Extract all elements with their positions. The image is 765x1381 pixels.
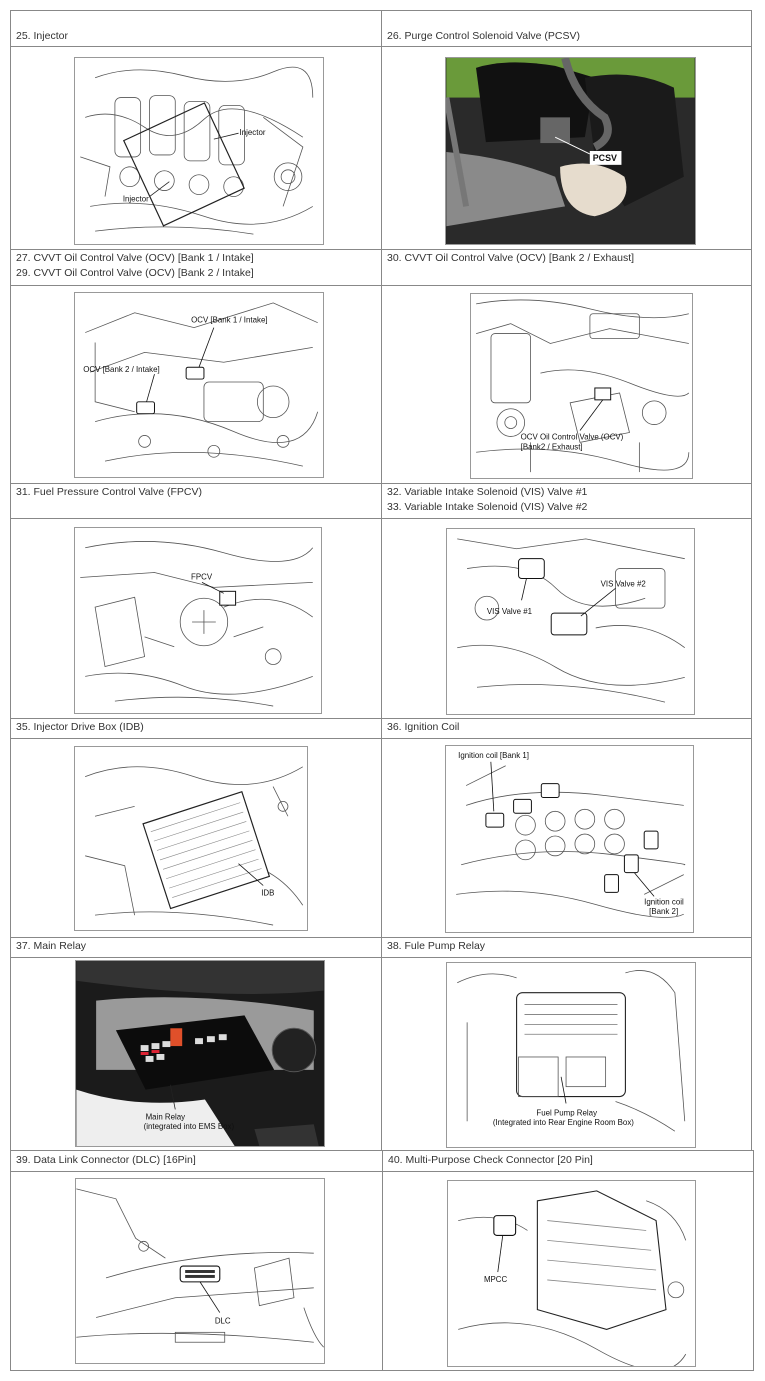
- fuel-pump-relay-diagram: Fuel Pump Relay (Integrated into Rear En…: [446, 962, 696, 1148]
- callout-label: DLC: [215, 1316, 231, 1325]
- callout-label: [Bank2 / Exhaust]: [521, 442, 583, 451]
- injector-diagram: Injector Injector: [74, 57, 324, 245]
- caption-line: 35. Injector Drive Box (IDB): [16, 721, 144, 733]
- fpcv-diagram: FPCV: [74, 527, 322, 714]
- dlc-diagram: DLC: [75, 1178, 325, 1364]
- caption-line: 32. Variable Intake Solenoid (VIS) Valve…: [387, 486, 588, 498]
- callout-label: MPCC: [484, 1275, 508, 1284]
- idb-diagram: IDB: [74, 746, 308, 931]
- callout-label: (integrated into EMS Box): [144, 1122, 235, 1131]
- callout-label: Ignition coil [Bank 1]: [458, 751, 529, 760]
- vis-valve-diagram: VIS Valve #1 VIS Valve #2: [446, 528, 695, 715]
- callout-label: OCV Oil Control Valve (OCV): [521, 432, 624, 441]
- caption-line: 27. CVVT Oil Control Valve (OCV) [Bank 1…: [16, 252, 254, 264]
- callout-label: FPCV: [191, 572, 213, 581]
- callout-label: VIS Valve #1: [487, 607, 533, 616]
- mpcc-diagram: MPCC: [447, 1180, 696, 1367]
- callout-label: VIS Valve #2: [601, 579, 646, 588]
- caption-line: 36. Ignition Coil: [387, 721, 460, 733]
- pcsv-photo: PCSV: [445, 57, 696, 245]
- callout-label: OCV [Bank 2 / Intake]: [83, 365, 159, 374]
- ocv-intake-diagram: OCV [Bank 1 / Intake] OCV [Bank 2 / Inta…: [74, 292, 324, 478]
- caption-line: 31. Fuel Pressure Control Valve (FPCV): [16, 486, 202, 498]
- main-relay-photo: Main Relay (integrated into EMS Box): [75, 960, 325, 1147]
- callout-label: Main Relay: [146, 1112, 186, 1121]
- caption-line: 26. Purge Control Solenoid Valve (PCSV): [387, 30, 580, 42]
- callout-label: [Bank 2]: [649, 907, 678, 916]
- caption-line: 40. Multi-Purpose Check Connector [20 Pi…: [388, 1154, 593, 1166]
- image-cell-right: [382, 1171, 754, 1371]
- callout-label: Injector: [123, 194, 149, 203]
- caption-line: 30. CVVT Oil Control Valve (OCV) [Bank 2…: [387, 252, 635, 264]
- callout-label: Injector: [240, 128, 266, 137]
- caption-line: 25. Injector: [16, 30, 68, 42]
- caption-line: 37. Main Relay: [16, 940, 87, 952]
- callout-label: OCV [Bank 1 / Intake]: [191, 316, 267, 325]
- ignition-coil-diagram: Ignition coil [Bank 1] Ignition coil [Ba…: [445, 745, 694, 933]
- callout-label: PCSV: [593, 153, 617, 163]
- callout-label: IDB: [261, 888, 274, 897]
- caption-line: 33. Variable Intake Solenoid (VIS) Valve…: [387, 501, 588, 513]
- caption-line: 39. Data Link Connector (DLC) [16Pin]: [16, 1154, 196, 1166]
- caption-line: 29. CVVT Oil Control Valve (OCV) [Bank 2…: [16, 267, 254, 279]
- callout-label: Ignition coil: [644, 897, 684, 906]
- caption-line: 38. Fule Pump Relay: [387, 940, 486, 952]
- callout-label: Fuel Pump Relay: [536, 1108, 597, 1117]
- callout-label: (Integrated into Rear Engine Room Box): [493, 1118, 634, 1127]
- ocv-exhaust-diagram: OCV Oil Control Valve (OCV) [Bank2 / Exh…: [470, 293, 693, 479]
